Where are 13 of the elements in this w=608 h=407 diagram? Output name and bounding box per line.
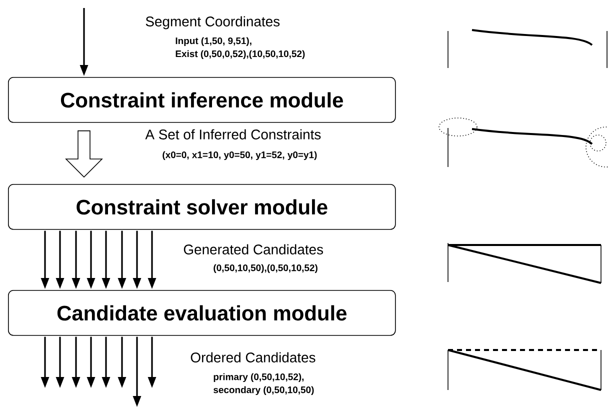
annotation-text: (0,50,10,50),(0,50,10,52) [214, 264, 318, 274]
annotation-text: Input (1,50, 9,51), [176, 37, 252, 46]
annotation-text: (x0=0, x1=10, y0=50, y1=52, y0=y1) [162, 151, 317, 160]
annotation-text: secondary (0,50,10,50) [214, 386, 314, 396]
module-box: Constraint inference module [8, 77, 396, 123]
annotation-text: Segment Coordinates [146, 16, 280, 30]
module-box: Candidate evaluation module [8, 290, 396, 336]
annotation-text: primary (0,50,10,52), [214, 373, 304, 382]
annotation-text: Generated Candidates [184, 244, 324, 254]
hollow-arrow [65, 130, 103, 178]
module-box: Constraint solver module [8, 184, 396, 230]
annotation-text: Exist (0,50,0,52),(10,50,10,52) [176, 50, 305, 60]
annotation-text: Ordered Candidates [190, 352, 316, 362]
